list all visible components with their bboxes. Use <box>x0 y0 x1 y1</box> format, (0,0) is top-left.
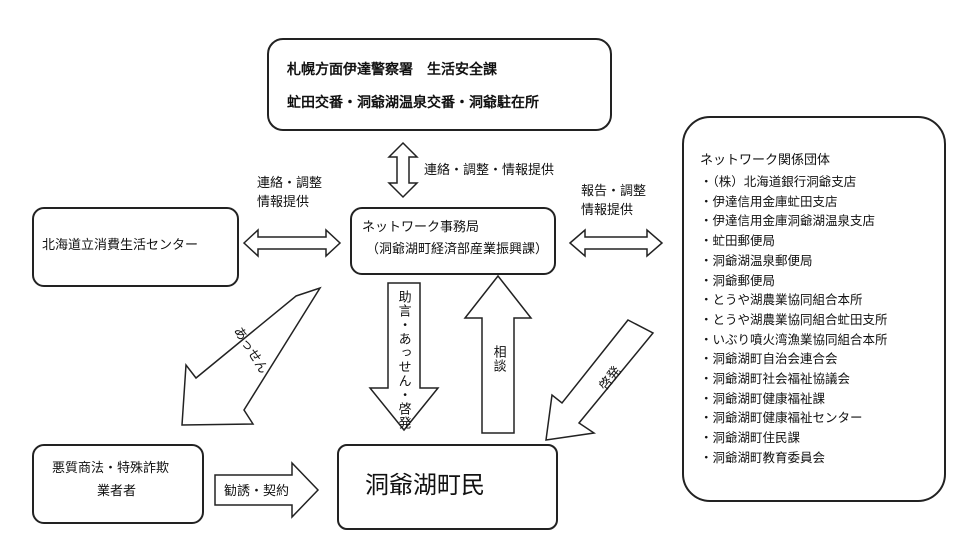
office-network-double-arrow <box>568 228 664 258</box>
solicit-label: 勧誘・契約 <box>224 484 290 499</box>
network-item: ・洞爺郵便局 <box>700 272 776 288</box>
network-item: ・（株）北海道銀行洞爺支店 <box>700 174 857 189</box>
network-link-label-1: 報告・調整 <box>581 184 647 199</box>
police-line2: 虻田交番・洞爺湖温泉交番・洞爺駐在所 <box>287 95 539 111</box>
solicit-arrow <box>214 461 320 519</box>
network-item: ・洞爺湖町健康福祉課 <box>700 390 826 406</box>
center-name: 北海道立消費生活センター <box>42 238 199 253</box>
vendor-box <box>32 444 204 524</box>
consult-arrow <box>463 274 533 434</box>
police-link-label: 連絡・調整・情報提供 <box>424 163 555 178</box>
advice-label: 助言・あっせん・啓発 <box>395 290 411 430</box>
network-list: ・（株）北海道銀行洞爺支店 ・伊達信用金庫虻田支店 ・伊達信用金庫洞爺湖温泉支店… <box>700 172 888 468</box>
vendor-line1: 悪質商法・特殊詐欺 <box>52 461 170 476</box>
advice-arrow <box>368 282 440 432</box>
center-link-label-2: 情報提供 <box>257 195 310 210</box>
network-item: ・伊達信用金庫虻田支店 <box>700 193 838 209</box>
network-item: ・洞爺湖町住民課 <box>700 430 801 446</box>
enlighten-arrow <box>545 319 655 441</box>
office-line1: ネットワーク事務局 <box>362 220 480 235</box>
vendor-line2: 業者者 <box>97 484 137 499</box>
network-item: ・虻田郵便局 <box>700 233 776 249</box>
network-link-label-2: 情報提供 <box>581 203 634 218</box>
residents-box <box>337 444 558 530</box>
police-line1: 札幌方面伊達警察署 生活安全課 <box>287 62 497 78</box>
network-item: ・とうや湖農業協同組合本所 <box>700 292 863 308</box>
mediation-arrow <box>181 286 322 426</box>
residents-name: 洞爺湖町民 <box>365 471 485 499</box>
center-office-double-arrow <box>242 228 342 258</box>
police-office-double-arrow <box>387 141 419 199</box>
network-item: ・洞爺湖温泉郵便局 <box>700 252 813 268</box>
network-item: ・いぶり噴火湾漁業協同組合本所 <box>700 331 888 347</box>
network-box <box>682 116 946 502</box>
network-item: ・洞爺湖町自治会連合会 <box>700 351 838 367</box>
office-line2: （洞爺湖町経済部産業振興課） <box>366 242 549 257</box>
center-link-label-1: 連絡・調整 <box>257 176 323 191</box>
network-item: ・洞爺湖町健康福祉センター <box>700 410 863 426</box>
network-item: ・とうや湖農業協同組合虻田支所 <box>700 311 888 327</box>
center-box <box>32 207 239 287</box>
network-title: ネットワーク関係団体 <box>700 153 831 168</box>
network-item: ・洞爺湖町教育委員会 <box>700 449 826 465</box>
office-box <box>350 207 556 275</box>
consult-label: 相談 <box>490 345 506 373</box>
network-item: ・伊達信用金庫洞爺湖温泉支店 <box>700 213 876 229</box>
network-item: ・洞爺湖町社会福祉協議会 <box>700 371 851 387</box>
police-box <box>267 38 612 131</box>
